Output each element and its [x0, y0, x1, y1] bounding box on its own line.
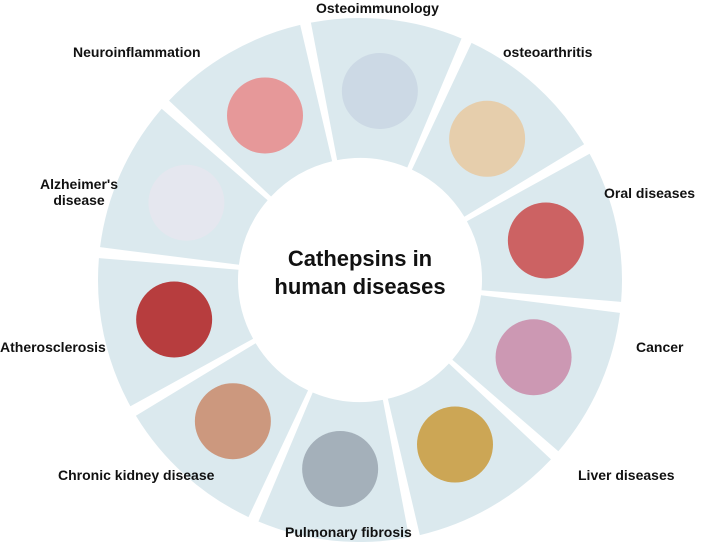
- label-liver-diseases: Liver diseases: [578, 467, 675, 483]
- label-alzheimers-disease: Alzheimer's disease: [40, 176, 118, 208]
- label-osteoarthritis: osteoarthritis: [503, 44, 593, 60]
- label-oral-diseases: Oral diseases: [604, 185, 696, 201]
- artery-plaque-icon: [136, 281, 213, 358]
- label-neuroinflammation: Neuroinflammation: [73, 44, 201, 60]
- tumor-cells-icon: [495, 319, 572, 396]
- label-chronic-kidney-disease: Chronic kidney disease: [58, 467, 215, 483]
- label-osteoimmunology: Osteoimmunology: [316, 0, 439, 16]
- liver-icon: [417, 406, 493, 483]
- inflamed-brain-icon: [227, 77, 303, 154]
- label-line: Alzheimer's: [40, 176, 119, 192]
- title-line-2: human diseases: [274, 274, 446, 299]
- label-pulmonary-fibrosis: Pulmonary fibrosis: [285, 524, 412, 540]
- label-line: disease: [53, 192, 105, 208]
- center-title: Cathepsins in human diseases: [260, 245, 460, 301]
- lungs-icon: [302, 430, 379, 507]
- title-line-1: Cathepsins in: [287, 246, 433, 271]
- skeleton-body-icon: [341, 53, 418, 130]
- brain-plaque-icon: [148, 164, 225, 241]
- open-mouth-bacteria-icon: [507, 202, 584, 279]
- joint-cartilage-icon: [449, 100, 526, 177]
- kidney-icon: [194, 383, 271, 460]
- label-cancer: Cancer: [636, 339, 684, 355]
- label-atherosclerosis: Atherosclerosis: [0, 339, 106, 355]
- center-circle: [242, 162, 478, 398]
